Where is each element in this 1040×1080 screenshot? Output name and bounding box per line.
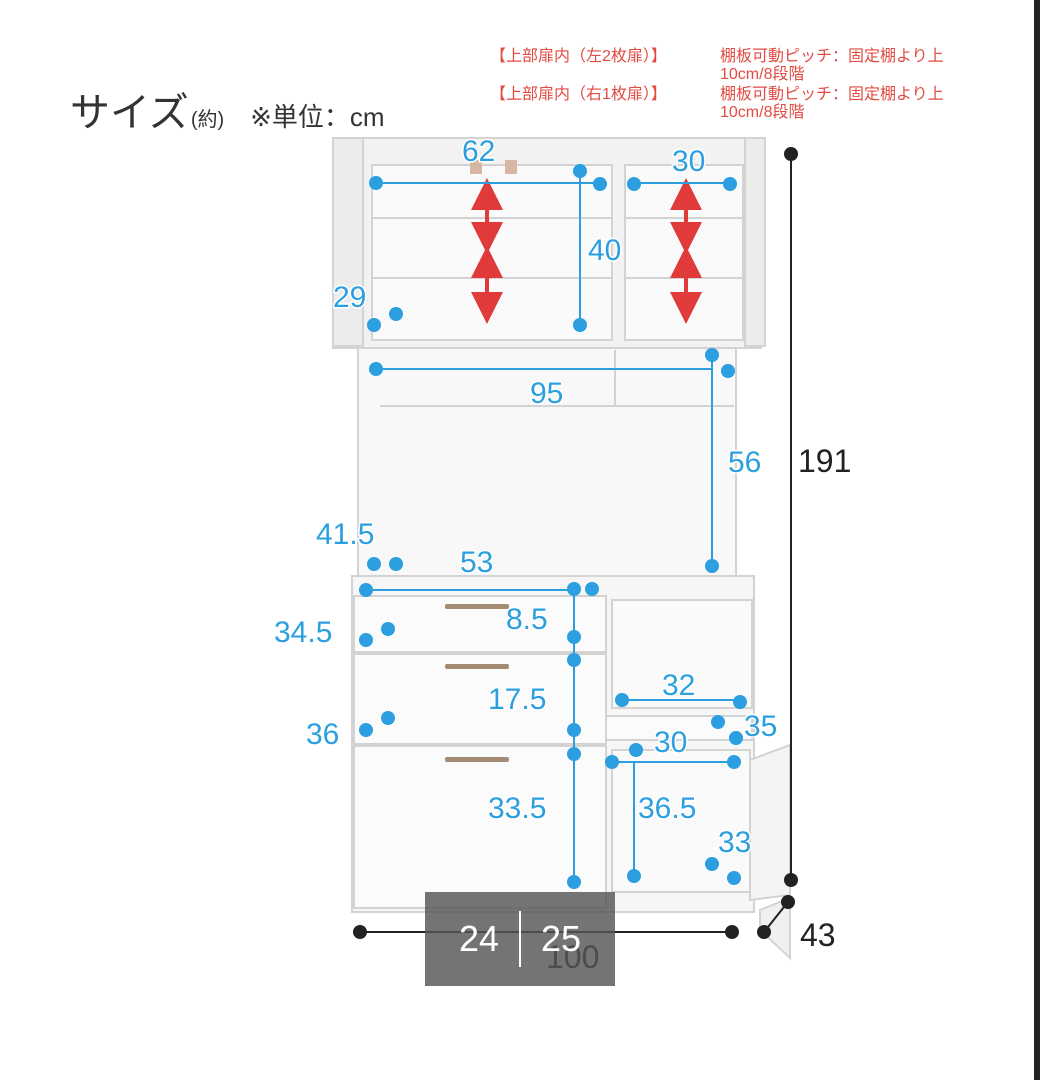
dim-drawer3-height: 33.5 — [488, 792, 546, 825]
dimension-dots — [359, 164, 747, 889]
image-pager-counter: 24 25 — [425, 892, 615, 986]
title-approx: (約) — [190, 109, 225, 131]
pager-current: 24 — [458, 918, 499, 959]
cupboard-illustration — [332, 137, 791, 961]
shelf-adjust-arrows — [471, 178, 702, 324]
base-side — [759, 896, 791, 961]
dim-cabinet-width: 30 — [654, 726, 687, 759]
dim-upper-height: 40 — [588, 234, 621, 267]
dim-opening-height: 56 — [728, 446, 761, 479]
pager-divider — [519, 911, 521, 967]
unit-note: ※単位：cm — [250, 102, 385, 132]
note-text: 棚板可動ピッチ：固定棚より上10cm/8段階 — [720, 48, 944, 83]
drawer-handles — [445, 604, 509, 762]
note-label: 【上部扉内（右1枚扉）】 — [490, 86, 667, 103]
dim-drawer-width: 53 — [460, 546, 493, 579]
dim-cabinet-depth: 33 — [718, 826, 751, 859]
pager-total: 25 — [541, 918, 582, 959]
shelf-notes: 【上部扉内（左2枚扉）】 棚板可動ピッチ：固定棚より上10cm/8段階 【上部扉… — [490, 48, 988, 124]
note-label: 【上部扉内（左2枚扉）】 — [490, 48, 667, 65]
dim-drawer1-height: 8.5 — [506, 603, 548, 636]
dim-slide-width: 32 — [662, 669, 695, 702]
dim-drawer2-height: 17.5 — [488, 683, 546, 716]
overall-dots — [353, 147, 798, 939]
dim-upper-left-width: 62 — [462, 135, 495, 168]
dim-slide-depth: 35 — [744, 710, 777, 743]
open-door — [749, 743, 791, 902]
hinge-marks — [470, 160, 517, 174]
note-text: 棚板可動ピッチ：固定棚より上10cm/8段階 — [720, 86, 944, 121]
right-door-edge — [744, 137, 766, 347]
note-left-doors: 【上部扉内（左2枚扉）】 棚板可動ピッチ：固定棚より上10cm/8段階 — [490, 48, 988, 84]
dim-upper-depth: 29 — [333, 281, 366, 314]
dim-total-depth: 43 — [800, 917, 836, 953]
dim-upper-right-width: 30 — [672, 145, 705, 178]
drawer-3 — [353, 745, 607, 909]
dim-drawer-depth-1: 34.5 — [274, 616, 332, 649]
dim-opening-width: 95 — [530, 377, 563, 410]
dim-total-height: 191 — [798, 443, 851, 479]
dim-drawer-depth-2: 36 — [306, 718, 339, 751]
dim-counter-depth: 41.5 — [316, 518, 374, 551]
appliance-space — [611, 599, 753, 709]
left-door-edge — [332, 137, 364, 347]
right-edge-bar — [1034, 0, 1040, 1080]
title-size: サイズ — [70, 91, 189, 135]
slide-shelf — [605, 715, 753, 741]
open-counter-space — [357, 347, 737, 577]
dim-cabinet-height: 36.5 — [638, 792, 696, 825]
note-right-door: 【上部扉内（右1枚扉）】 棚板可動ピッチ：固定棚より上10cm/8段階 — [490, 86, 988, 122]
page-title: サイズ (約) ※単位：cm — [70, 80, 385, 135]
